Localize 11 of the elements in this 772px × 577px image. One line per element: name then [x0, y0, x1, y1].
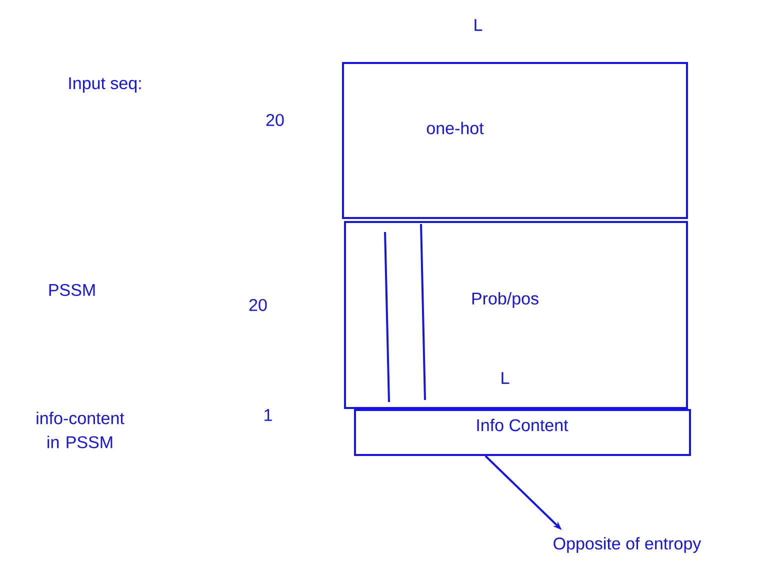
matrix-box: Info Content: [354, 409, 691, 456]
matrix-box: one-hot: [342, 62, 688, 219]
label-text: 20: [249, 298, 267, 312]
label-text: L: [502, 372, 510, 384]
label-text: 1: [264, 409, 272, 421]
label-text: L: [474, 19, 482, 31]
label-text: 20: [266, 114, 284, 126]
label-text: PSSM: [49, 284, 95, 296]
note-text: Opposite of entropy: [554, 537, 702, 553]
label-text: Input seq:: [69, 77, 141, 93]
label-text: info-content in PSSM: [36, 412, 124, 448]
